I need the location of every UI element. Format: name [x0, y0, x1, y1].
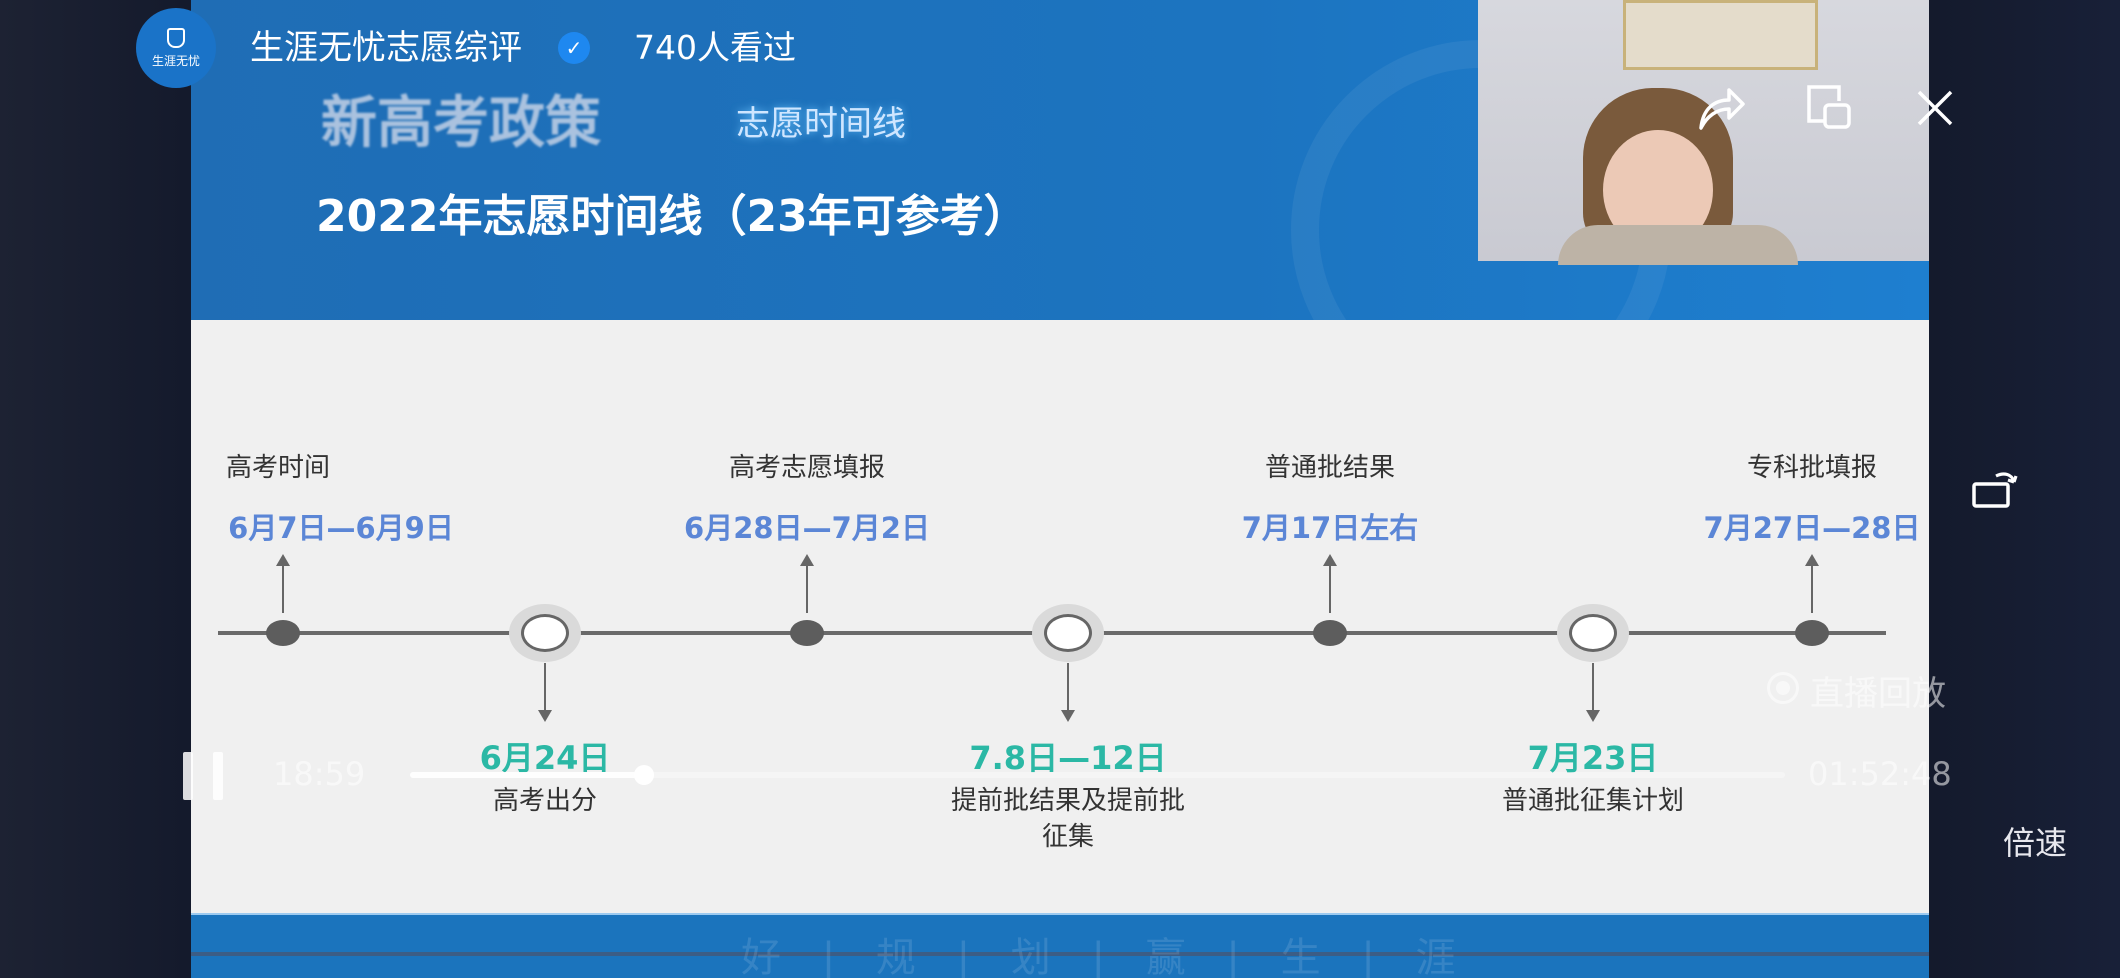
- replay-icon: [1767, 672, 1799, 704]
- arrow-up-icon: [276, 554, 290, 613]
- event-date: 6月24日: [479, 739, 611, 777]
- arrow-up-icon: [1805, 554, 1819, 613]
- event-title: 普通批征集计划: [1501, 786, 1685, 816]
- slide-subtitle: 2022年志愿时间线（23年可参考）: [316, 191, 1028, 242]
- video-player[interactable]: 新高考政策 志愿时间线 2022年志愿时间线（23年可参考） 高考时间 6月7日—…: [191, 0, 1929, 978]
- close-icon[interactable]: [1915, 88, 1955, 128]
- event-title: 普通批结果: [1264, 453, 1396, 483]
- slide-footer: [191, 913, 1929, 978]
- current-time: 18:59: [273, 755, 366, 793]
- arrow-up-icon: [1323, 554, 1337, 613]
- event-title: 高考时间: [225, 453, 331, 483]
- pause-button[interactable]: [183, 752, 225, 800]
- logo-shield-icon: [167, 27, 185, 48]
- timeline-node-filled: [1313, 620, 1347, 646]
- timeline-node-open: [1032, 604, 1104, 662]
- event-title: 专科批填报: [1746, 453, 1878, 483]
- painting: [1623, 0, 1818, 70]
- event-date: 6月7日—6月9日: [228, 511, 454, 545]
- event-title: 高考志愿填报: [728, 453, 886, 483]
- slide-title-faded: 新高考政策: [321, 91, 601, 156]
- event-date: 7月23日: [1527, 739, 1659, 777]
- timeline-node-filled: [1795, 620, 1829, 646]
- event-title: 提前批结果及提前批: [950, 786, 1186, 816]
- slide-title-glow: 志愿时间线: [736, 104, 906, 144]
- event-date: 6月28日—7月2日: [684, 511, 930, 545]
- event-title-line2: 征集: [1041, 822, 1095, 852]
- arrow-down-icon: [1586, 663, 1600, 722]
- arrow-down-icon: [1061, 663, 1075, 722]
- webcam-feed: [1478, 0, 1929, 265]
- timeline-node-open: [509, 604, 581, 662]
- timeline-node-open: [1557, 604, 1629, 662]
- duration: 01:52:48: [1808, 755, 1952, 793]
- event-title: 高考出分: [492, 786, 598, 816]
- event-date: 7月17日左右: [1241, 511, 1419, 545]
- arrow-up-icon: [800, 554, 814, 613]
- replay-label: 直播回放: [1810, 674, 1946, 714]
- progress-track[interactable]: [410, 765, 1785, 785]
- progress-knob[interactable]: [633, 765, 654, 785]
- share-icon[interactable]: [1695, 82, 1747, 132]
- timeline-node-filled: [790, 620, 824, 646]
- event-date: 7.8日—12日: [969, 739, 1167, 777]
- speed-button[interactable]: 倍速: [2003, 824, 2068, 862]
- progress-fill: [410, 772, 644, 778]
- view-count: 740人看过: [634, 28, 796, 67]
- logo-text: 生涯无忧: [151, 53, 200, 68]
- picture-in-picture-icon[interactable]: [1805, 83, 1853, 131]
- footer-slogan: 好 | 规 | 划 | 赢 | 生 | 涯: [741, 935, 1470, 978]
- event-date: 7月27日—28日: [1703, 511, 1921, 545]
- footer-divider: [191, 952, 1929, 956]
- verified-icon: ✓: [558, 32, 590, 64]
- timeline-node-filled: [266, 620, 300, 646]
- presenter-body: [1558, 225, 1798, 265]
- channel-avatar[interactable]: 生涯无忧: [136, 8, 216, 88]
- arrow-down-icon: [538, 663, 552, 722]
- channel-name[interactable]: 生涯无忧志愿综评: [250, 28, 522, 68]
- rotate-screen-icon[interactable]: [1970, 464, 2020, 512]
